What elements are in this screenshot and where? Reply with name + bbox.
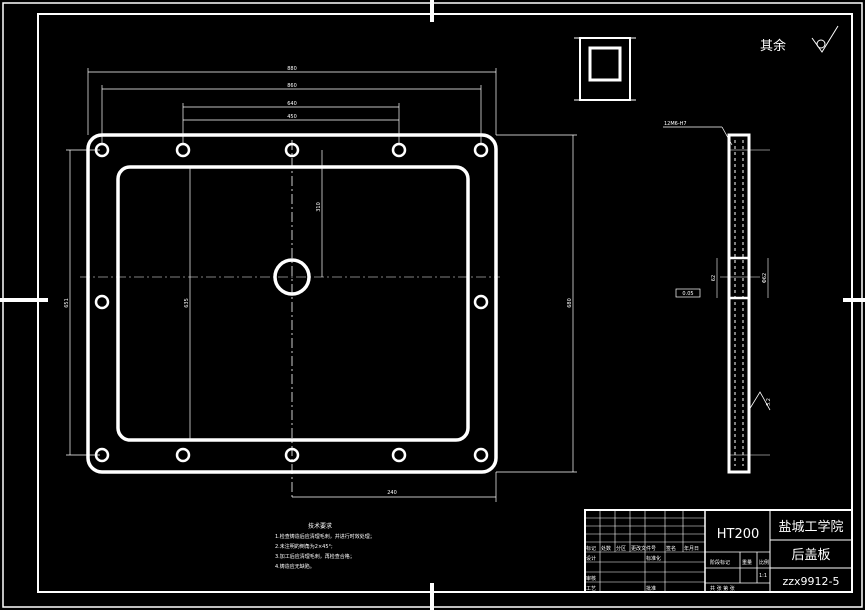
part-name: 后盖板 — [791, 548, 830, 563]
top-dimensions — [87, 68, 497, 145]
sheet-text: 共 张 第 张 — [710, 585, 735, 592]
lbl-process: 工艺 — [586, 586, 596, 592]
institution: 盐城工学院 — [778, 519, 843, 535]
dim-635: 635 — [184, 298, 190, 308]
hdr-zone: 分区 — [616, 545, 626, 552]
dim-310: 310 — [316, 202, 322, 212]
dim-450: 450 — [287, 114, 297, 120]
hdr-sign: 签名 — [666, 545, 676, 552]
dim-880: 880 — [287, 66, 297, 72]
flatness-frame — [675, 288, 701, 298]
hdr-change-doc: 更改文件号 — [631, 545, 656, 552]
side-roughness: 3.2 — [766, 398, 772, 406]
tech-line-4: 4.铸造应无缺陷。 — [275, 563, 315, 570]
side-outline — [727, 133, 751, 474]
thread-callout: 12M6-H7 — [664, 121, 687, 127]
plate-inner-recess — [116, 165, 470, 442]
boss-dim-2: Φ62 — [762, 273, 768, 283]
dim-640: 640 — [287, 101, 297, 107]
detail-view — [574, 37, 636, 101]
tech-line-3: 3.加工后应清理毛刺，再检查合格； — [275, 553, 355, 560]
tech-line-2: 2.未注明的倒角为2×45°; — [275, 543, 333, 550]
hdr-weight: 重量 — [742, 559, 752, 566]
roughness-note: 其余 — [760, 38, 786, 54]
side-section-view: 12M6-H7 62 Φ62 0.05 3.2 — [663, 121, 772, 474]
lbl-approve: 批准 — [646, 585, 656, 592]
inner-frame — [37, 13, 853, 593]
side-dimensions — [66, 134, 577, 502]
hdr-stage: 阶段标记 — [710, 559, 730, 566]
material: HT200 — [717, 527, 760, 542]
dim-860: 860 — [287, 83, 297, 89]
lbl-standard: 标准化 — [646, 555, 661, 562]
lbl-design: 设计 — [586, 555, 596, 562]
dim-240: 240 — [387, 490, 397, 496]
dim-651: 651 — [64, 298, 70, 308]
roughness-symbol — [811, 25, 839, 53]
dim-680: 680 — [567, 298, 573, 308]
hdr-mark: 标记 — [586, 545, 596, 552]
drawing-number: zzx9912-5 — [782, 575, 839, 588]
hdr-count: 处数 — [601, 545, 611, 552]
flatness-value: 0.05 — [682, 291, 693, 297]
hdr-scale: 比例 — [759, 559, 769, 566]
tech-line-1: 1.检查铸造后应清理毛刺，并进行时效处理； — [275, 533, 375, 540]
scale-value: 1:1 — [759, 573, 767, 579]
title-block-grid-text: 标记 处数 分区 更改文件号 签名 年月日 设计 标准化 审核 工艺 批准 阶段… — [586, 545, 769, 592]
boss-dim-1: 62 — [711, 275, 717, 281]
side-roughness-symbol — [748, 391, 771, 411]
tech-heading: 技术要求 — [308, 522, 332, 530]
plate-front-view: 880 860 640 450 310 635 651 680 240 — [64, 66, 577, 502]
bolt-holes — [94, 142, 489, 463]
hdr-date: 年月日 — [684, 545, 699, 552]
lbl-review: 审核 — [586, 575, 596, 582]
title-block — [584, 509, 853, 593]
tech-requirements: 技术要求 1.检查铸造后应清理毛刺，并进行时效处理； 2.未注明的倒角为2×45… — [275, 522, 375, 570]
